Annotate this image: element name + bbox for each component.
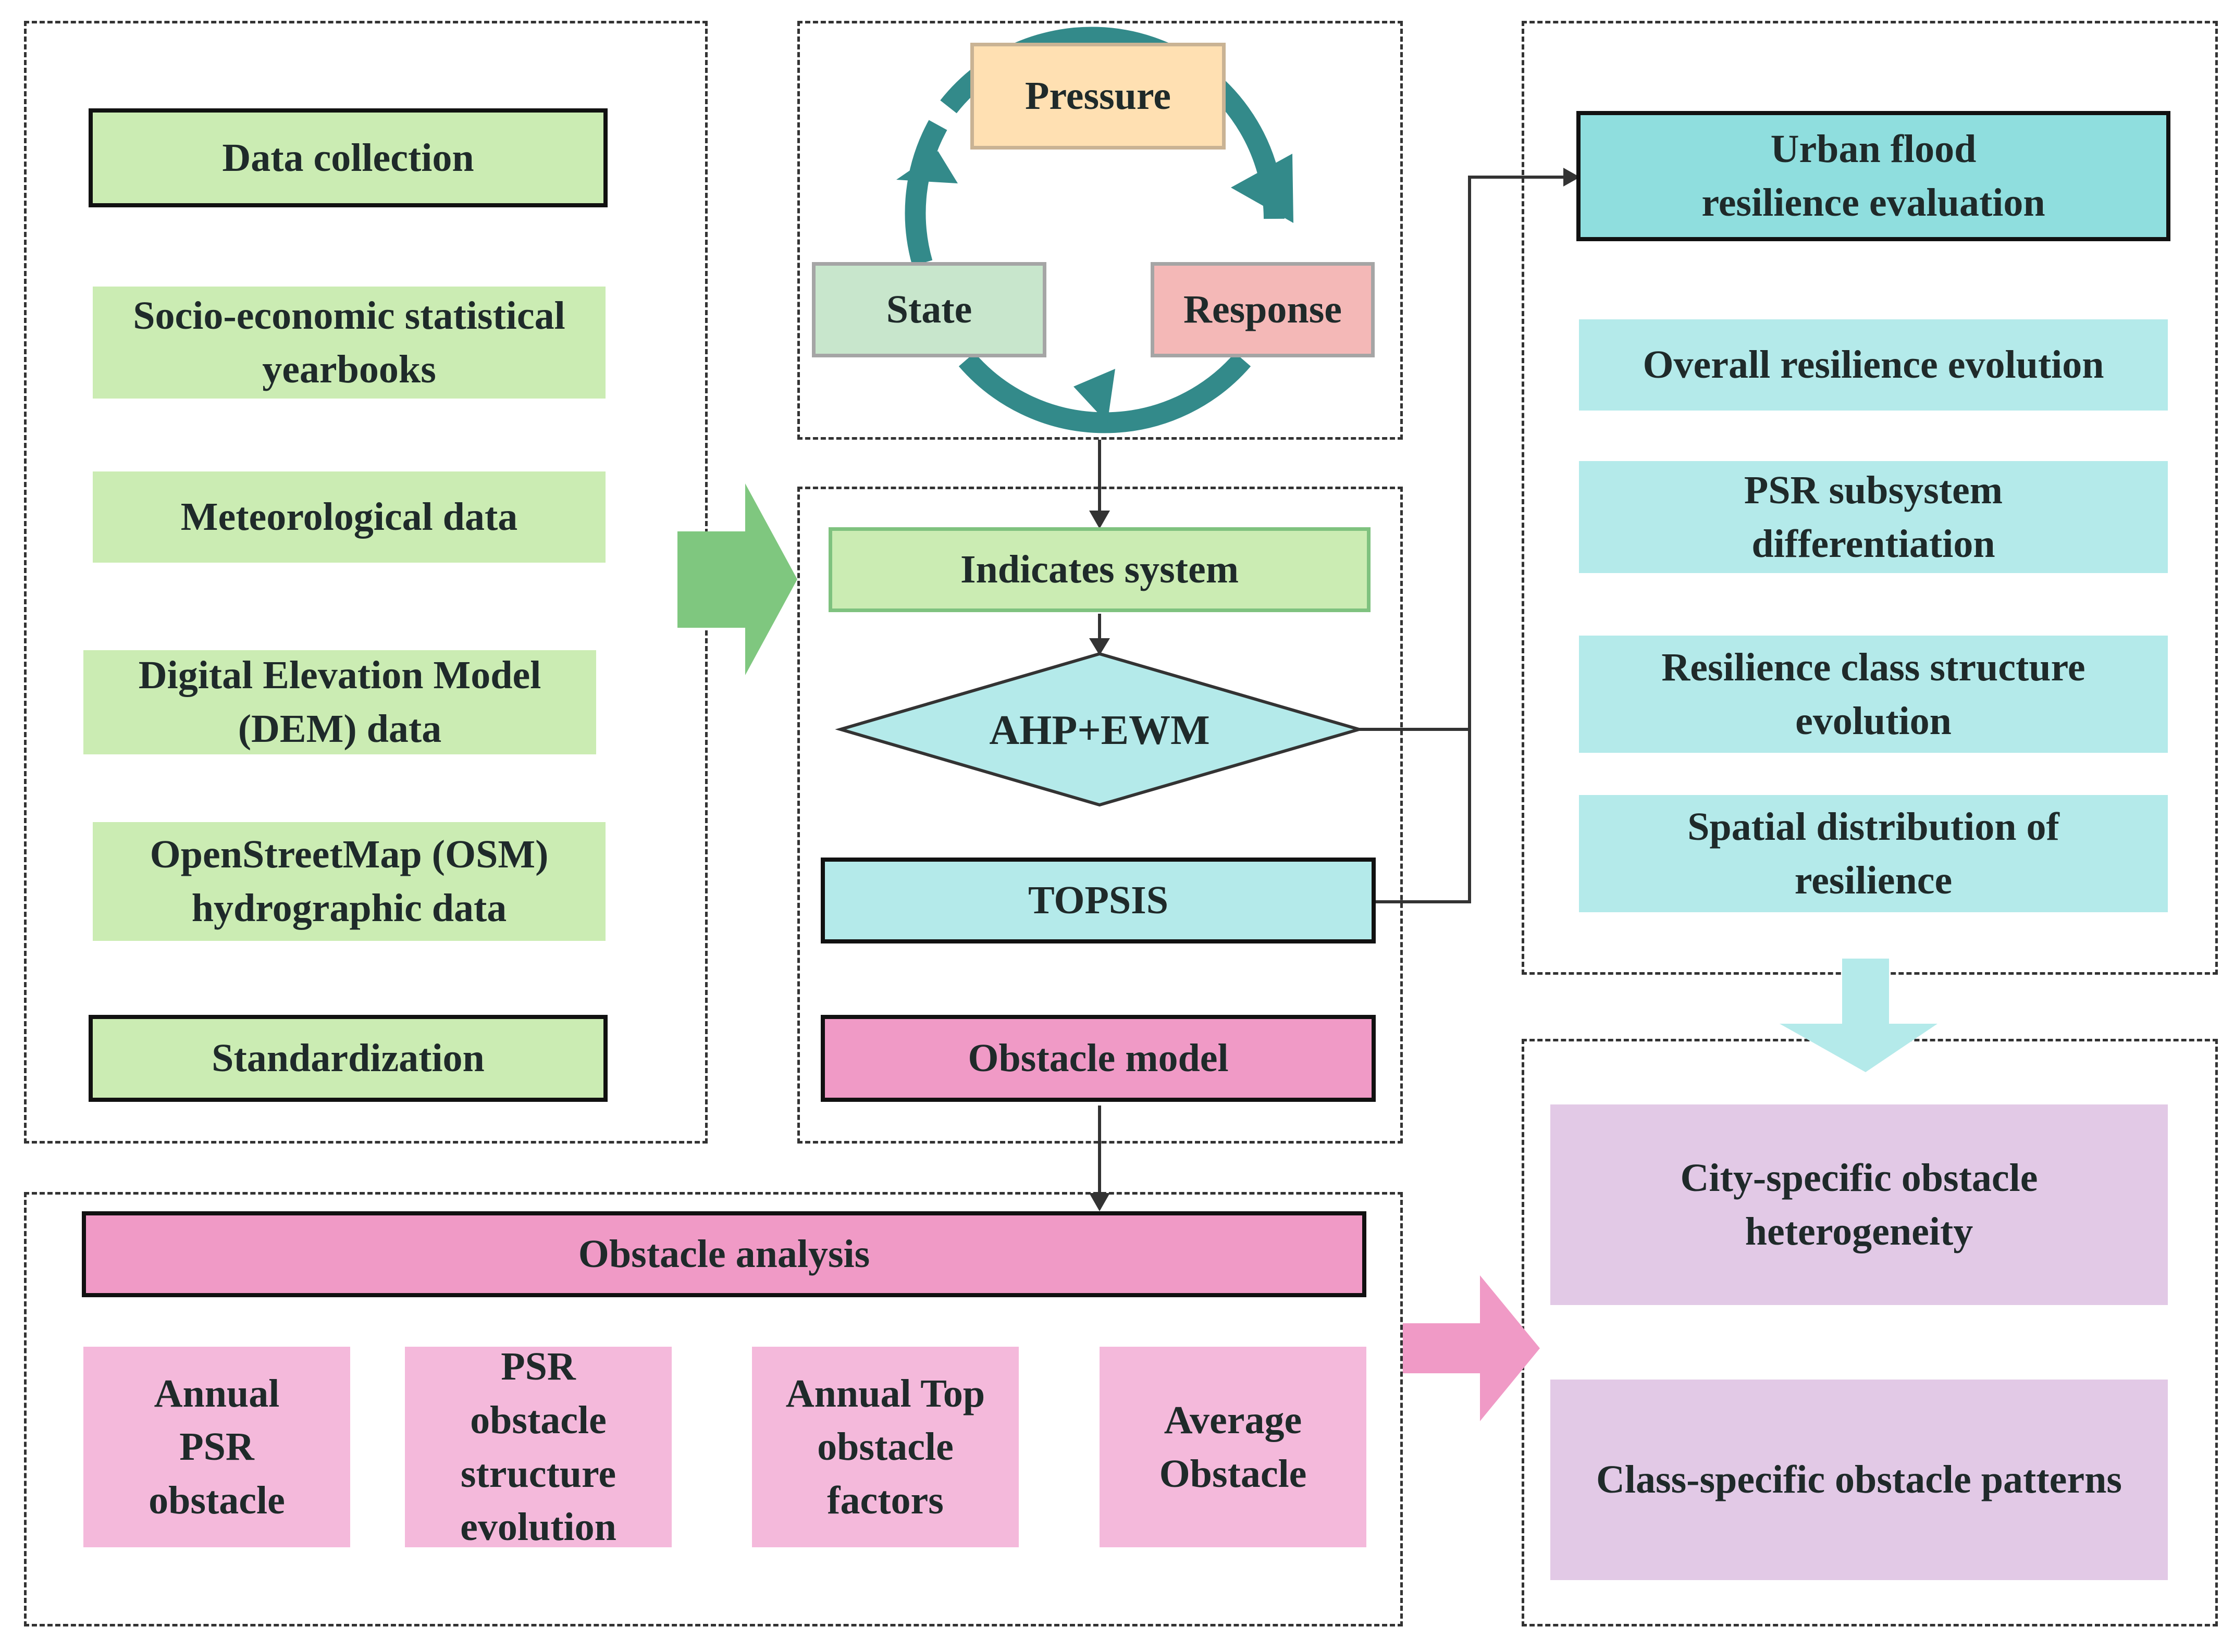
obstacle-analysis-title-box: Obstacle analysis <box>82 1211 1366 1297</box>
class-structure-box: Resilience class structure evolution <box>1579 636 2168 753</box>
psr-subsystem-box: PSR subsystem differentiation <box>1579 461 2168 573</box>
pressure-box: Pressure <box>970 43 1226 150</box>
data-collection-box: Data collection <box>89 108 608 207</box>
yearbooks-box: Socio-economic statistical yearbooks <box>93 287 606 399</box>
obstacle-panel-frame <box>24 1192 1403 1626</box>
annual-psr-obstacle-box: Annual PSR obstacle <box>83 1347 350 1547</box>
standardization-box: Standardization <box>89 1015 608 1102</box>
obstacle-model-box: Obstacle model <box>821 1015 1376 1102</box>
class-specific-obstacle-box: Class-specific obstacle patterns <box>1550 1380 2168 1580</box>
pink-block-arrow <box>1403 1275 1540 1421</box>
indicator-system-box: Indicates system <box>829 527 1371 612</box>
psr-obstacle-structure-box: PSR obstacle structure evolution <box>405 1345 672 1549</box>
spatial-distribution-box: Spatial distribution of resilience <box>1579 795 2168 912</box>
response-box: Response <box>1151 262 1375 357</box>
city-specific-obstacle-box: City-specific obstacle heterogeneity <box>1550 1104 2168 1305</box>
osm-data-box: OpenStreetMap (OSM) hydrographic data <box>93 822 606 941</box>
annual-top-obstacle-box: Annual Top obstacle factors <box>752 1347 1019 1547</box>
dem-data-box: Digital Elevation Model (DEM) data <box>83 650 596 754</box>
topsis-box: TOPSIS <box>821 858 1376 943</box>
overall-resilience-box: Overall resilience evolution <box>1579 319 2168 411</box>
average-obstacle-box: Average Obstacle <box>1100 1347 1366 1547</box>
meteorological-data-box: Meteorological data <box>93 471 606 563</box>
evaluation-title-box: Urban flood resilience evaluation <box>1576 111 2170 241</box>
state-box: State <box>812 262 1046 357</box>
